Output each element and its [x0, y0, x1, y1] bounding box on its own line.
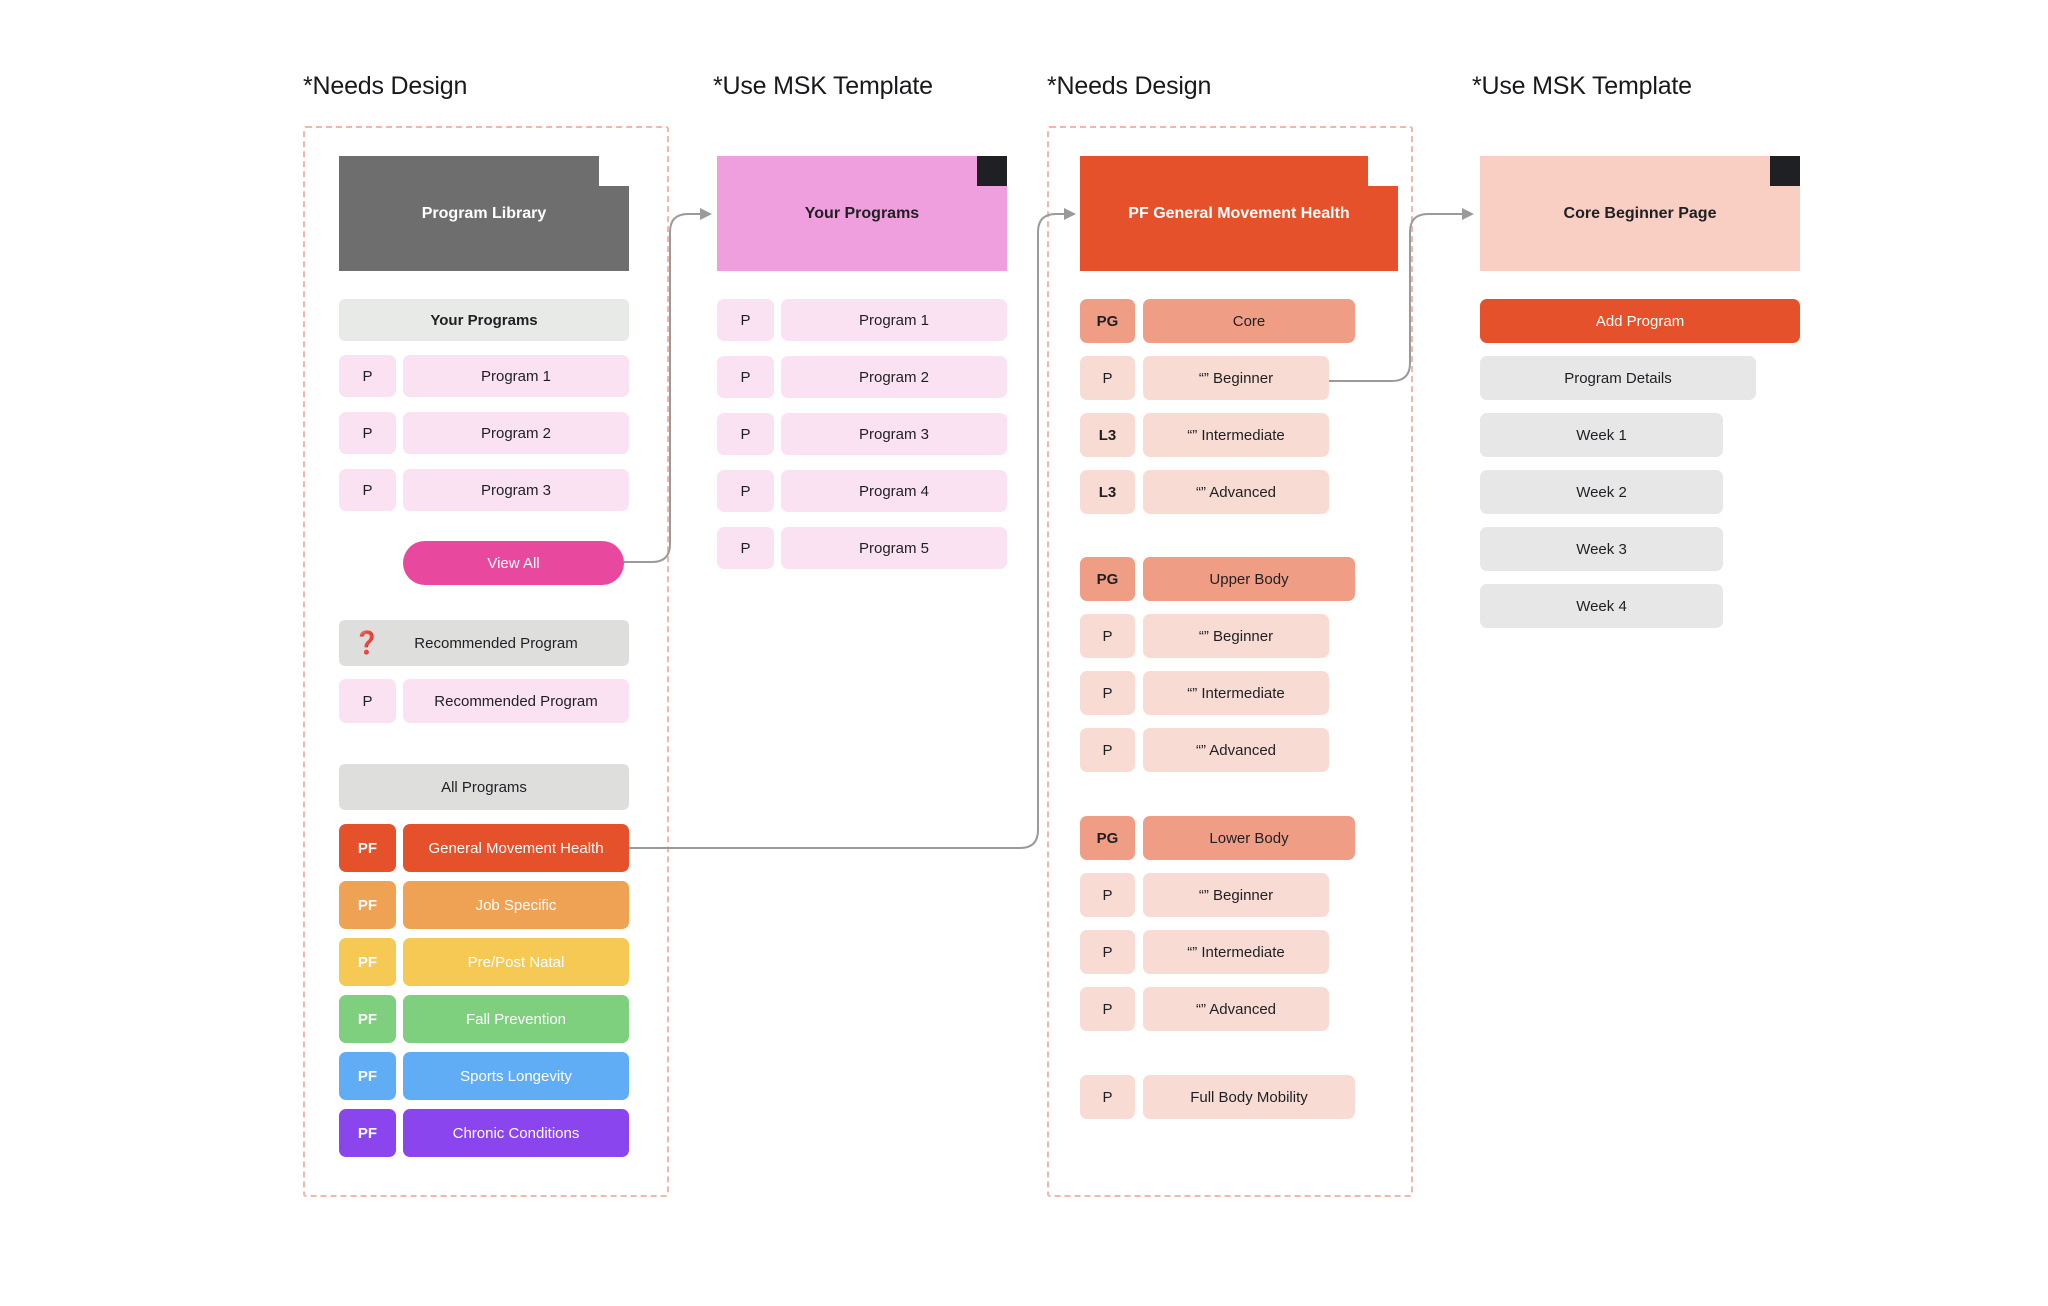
folded-corner-icon [977, 156, 1007, 186]
row-core-intermediate[interactable]: “” Intermediate [1143, 413, 1329, 457]
badge-col2-program-5: P [717, 527, 774, 569]
row-full-body-mobility[interactable]: Full Body Mobility [1143, 1075, 1355, 1119]
row-col2-program-4[interactable]: Program 4 [781, 470, 1007, 512]
folded-corner-icon [1368, 156, 1398, 186]
column-heading-2: *Use MSK Template [713, 72, 933, 100]
badge-core-advanced: L3 [1080, 470, 1135, 514]
row-program-2[interactable]: Program 2 [403, 412, 629, 454]
badge-pf-job-specific: PF [339, 881, 396, 929]
badge-lower-advanced: P [1080, 987, 1135, 1031]
page-card-pf-general-movement-health[interactable]: PF General Movement Health [1080, 156, 1398, 271]
row-core-advanced[interactable]: “” Advanced [1143, 470, 1329, 514]
view-all-button[interactable]: View All [403, 541, 624, 585]
row-upper-advanced[interactable]: “” Advanced [1143, 728, 1329, 772]
badge-pg-lower-body: PG [1080, 816, 1135, 860]
badge-pf-fall-prevention: PF [339, 995, 396, 1043]
badge-pf-pre-post-natal: PF [339, 938, 396, 986]
badge-recommended-program: P [339, 679, 396, 723]
badge-upper-advanced: P [1080, 728, 1135, 772]
badge-core-intermediate: L3 [1080, 413, 1135, 457]
page-card-title: Program Library [421, 204, 547, 222]
badge-program-1: P [339, 355, 396, 397]
page-card-title: Core Beginner Page [1563, 204, 1717, 222]
badge-pf-chronic-conditions: PF [339, 1109, 396, 1157]
page-card-title: Your Programs [804, 204, 920, 222]
row-lower-advanced[interactable]: “” Advanced [1143, 987, 1329, 1031]
row-job-specific[interactable]: Job Specific [403, 881, 629, 929]
row-sports-longevity[interactable]: Sports Longevity [403, 1052, 629, 1100]
folded-corner-icon [1770, 156, 1800, 186]
row-core-beginner[interactable]: “” Beginner [1143, 356, 1329, 400]
row-lower-intermediate[interactable]: “” Intermediate [1143, 930, 1329, 974]
badge-lower-intermediate: P [1080, 930, 1135, 974]
badge-lower-beginner: P [1080, 873, 1135, 917]
badge-program-3: P [339, 469, 396, 511]
row-group-upper-body[interactable]: Upper Body [1143, 557, 1355, 601]
row-pre-post-natal[interactable]: Pre/Post Natal [403, 938, 629, 986]
row-week-3[interactable]: Week 3 [1480, 527, 1723, 571]
group-frame-column-3 [1047, 126, 1413, 1197]
row-general-movement-health[interactable]: General Movement Health [403, 824, 629, 872]
badge-col2-program-1: P [717, 299, 774, 341]
folded-corner-icon [599, 156, 629, 186]
section-header-your-programs: Your Programs [339, 299, 629, 341]
section-header-all-programs: All Programs [339, 764, 629, 810]
column-heading-1: *Needs Design [303, 72, 468, 100]
row-col2-program-3[interactable]: Program 3 [781, 413, 1007, 455]
column-heading-3: *Needs Design [1047, 72, 1212, 100]
row-chronic-conditions[interactable]: Chronic Conditions [403, 1109, 629, 1157]
row-upper-intermediate[interactable]: “” Intermediate [1143, 671, 1329, 715]
badge-upper-beginner: P [1080, 614, 1135, 658]
row-program-details[interactable]: Program Details [1480, 356, 1756, 400]
row-lower-beginner[interactable]: “” Beginner [1143, 873, 1329, 917]
row-recommended-program[interactable]: Recommended Program [403, 679, 629, 723]
add-program-button[interactable]: Add Program [1480, 299, 1800, 343]
question-mark-icon: ❓ [353, 630, 381, 655]
section-header-label: Recommended Program [414, 634, 578, 652]
row-col2-program-5[interactable]: Program 5 [781, 527, 1007, 569]
page-card-title: PF General Movement Health [1128, 204, 1350, 222]
badge-pf-sports-longevity: PF [339, 1052, 396, 1100]
row-col2-program-2[interactable]: Program 2 [781, 356, 1007, 398]
section-header-label: All Programs [441, 778, 527, 796]
badge-core-beginner: P [1080, 356, 1135, 400]
badge-pf-general-movement-health: PF [339, 824, 396, 872]
row-group-lower-body[interactable]: Lower Body [1143, 816, 1355, 860]
badge-upper-intermediate: P [1080, 671, 1135, 715]
page-card-program-library[interactable]: Program Library [339, 156, 629, 271]
badge-full-body-mobility: P [1080, 1075, 1135, 1119]
badge-col2-program-2: P [717, 356, 774, 398]
section-header-label: Your Programs [430, 311, 538, 329]
row-week-1[interactable]: Week 1 [1480, 413, 1723, 457]
badge-col2-program-3: P [717, 413, 774, 455]
row-program-3[interactable]: Program 3 [403, 469, 629, 511]
row-upper-beginner[interactable]: “” Beginner [1143, 614, 1329, 658]
row-week-4[interactable]: Week 4 [1480, 584, 1723, 628]
row-week-2[interactable]: Week 2 [1480, 470, 1723, 514]
badge-pg-upper-body: PG [1080, 557, 1135, 601]
column-heading-4: *Use MSK Template [1472, 72, 1692, 100]
row-col2-program-1[interactable]: Program 1 [781, 299, 1007, 341]
section-header-recommended-program: ❓ Recommended Program [339, 620, 629, 666]
row-program-1[interactable]: Program 1 [403, 355, 629, 397]
row-group-core[interactable]: Core [1143, 299, 1355, 343]
badge-program-2: P [339, 412, 396, 454]
page-card-your-programs[interactable]: Your Programs [717, 156, 1007, 271]
badge-col2-program-4: P [717, 470, 774, 512]
badge-pg-core: PG [1080, 299, 1135, 343]
row-fall-prevention[interactable]: Fall Prevention [403, 995, 629, 1043]
page-card-core-beginner-page[interactable]: Core Beginner Page [1480, 156, 1800, 271]
